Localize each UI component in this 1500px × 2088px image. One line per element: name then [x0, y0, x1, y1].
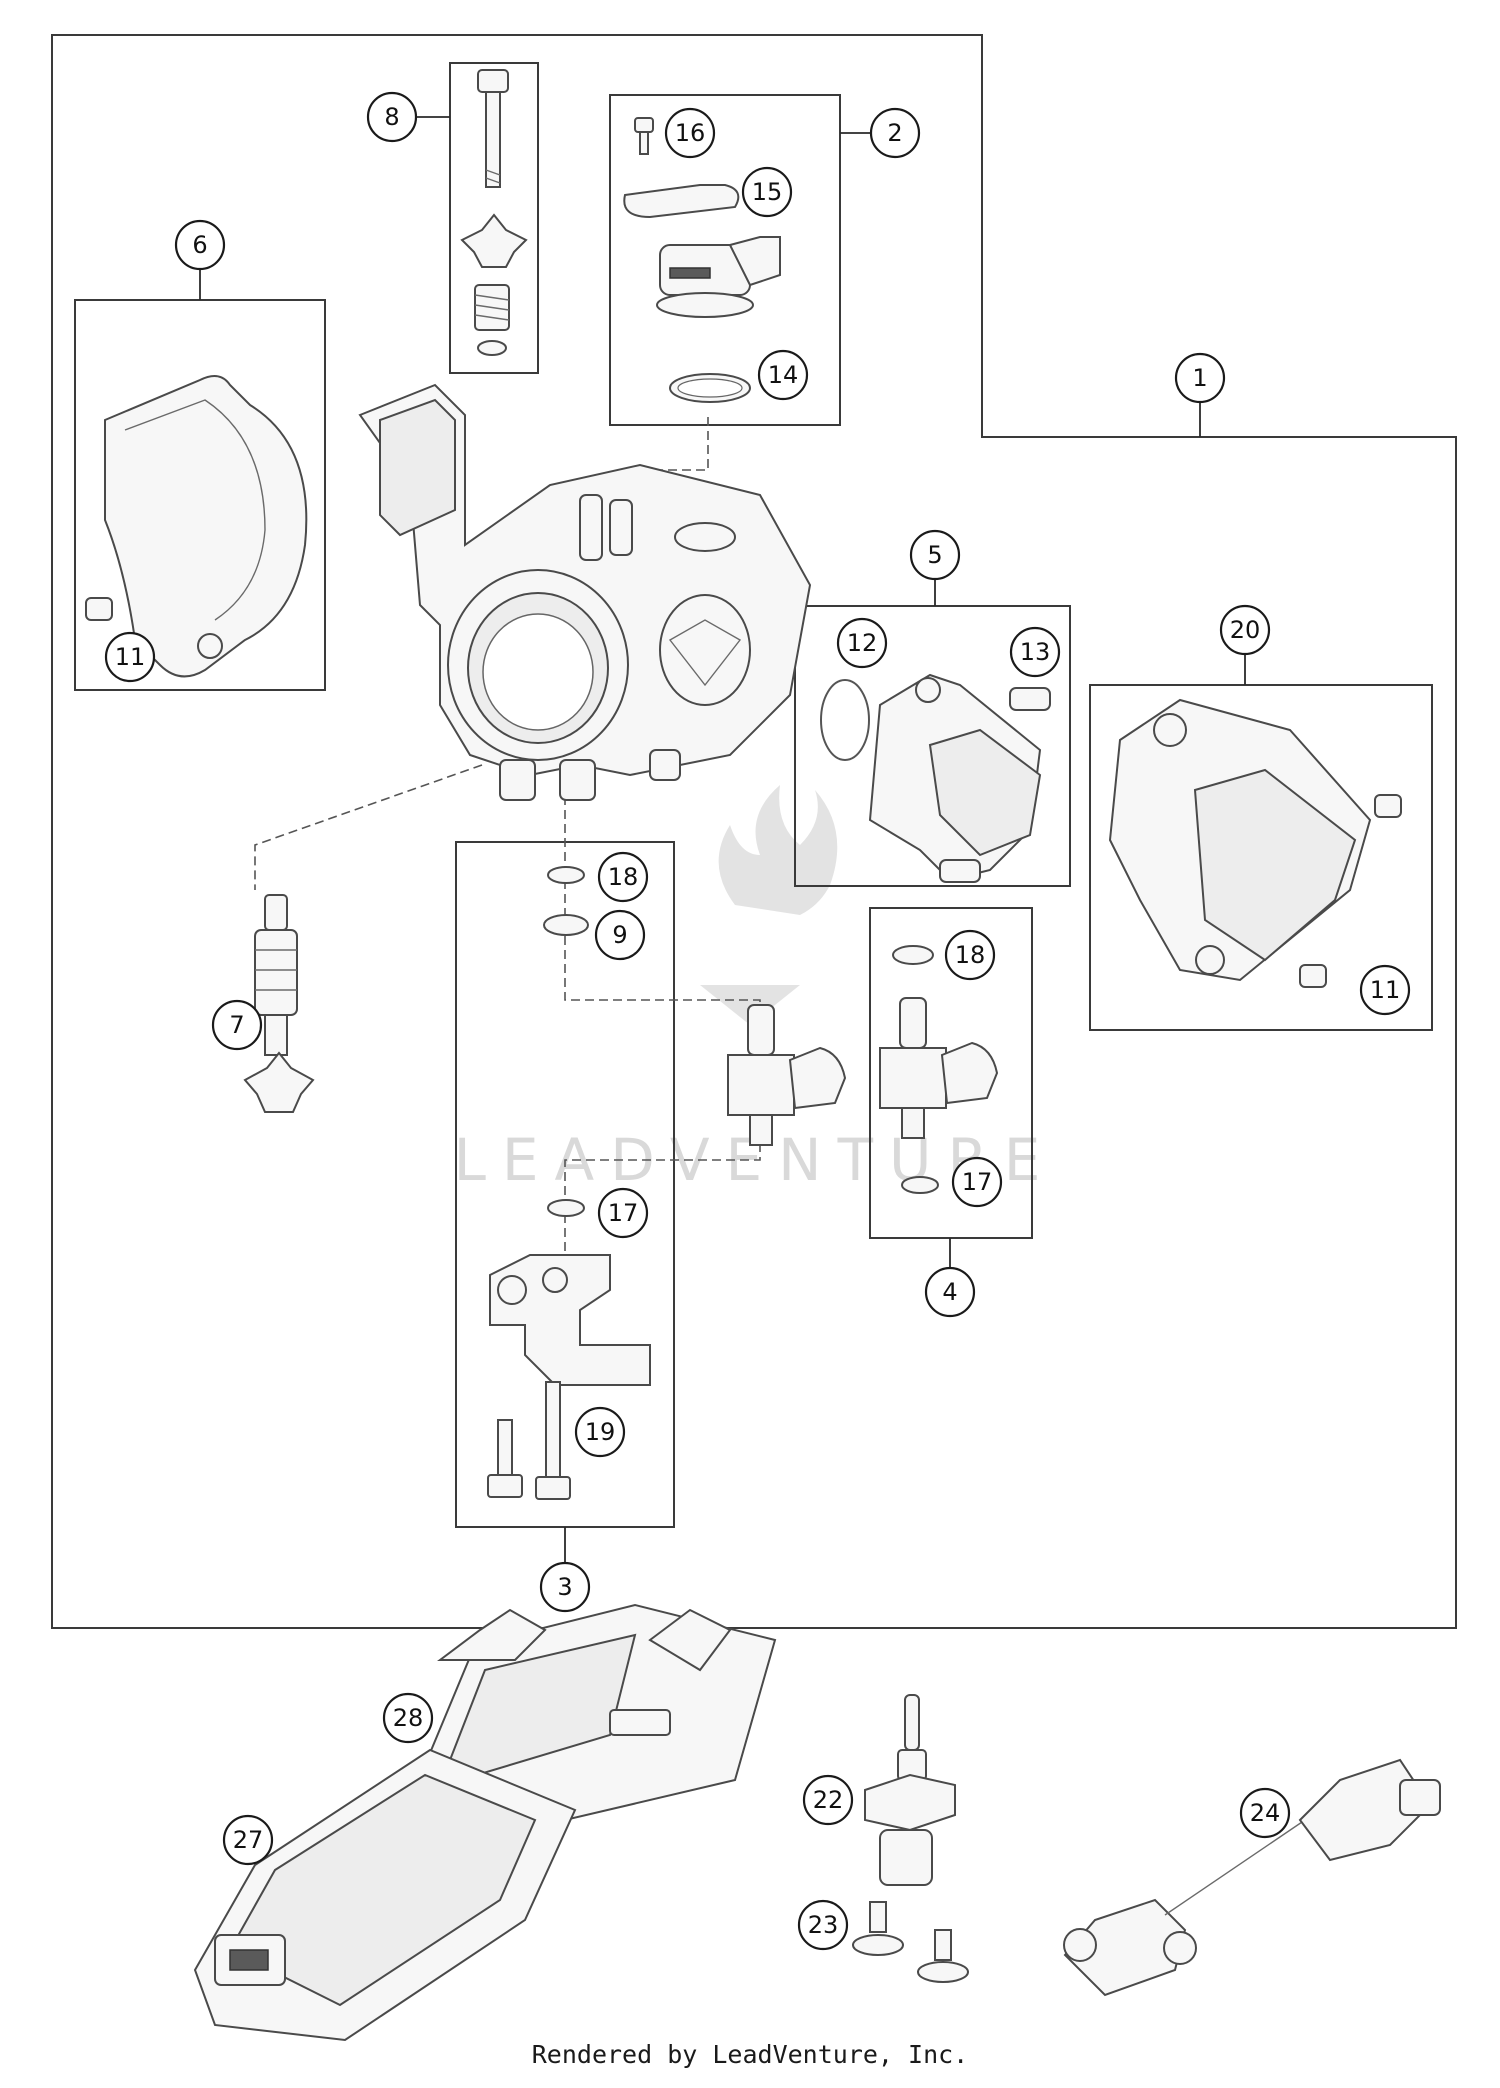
- svg-text:9: 9: [612, 921, 627, 949]
- footer-credit: Rendered by LeadVenture, Inc.: [531, 2040, 969, 2069]
- callout-17-left: 17: [597, 1187, 649, 1239]
- callout-8: 8: [366, 91, 418, 143]
- callout-27: 27: [222, 1814, 274, 1866]
- callout-18-left: 18: [597, 851, 649, 903]
- svg-text:16: 16: [675, 119, 706, 147]
- callout-11-left: 11: [104, 631, 156, 683]
- callout-14: 14: [757, 349, 809, 401]
- callout-12: 12: [836, 617, 888, 669]
- part-8-idle-screw: [460, 69, 528, 356]
- svg-text:17: 17: [608, 1199, 639, 1227]
- frame-part-8: [449, 62, 539, 374]
- frame-part-2: [609, 94, 841, 426]
- frame-part-20: [1089, 684, 1433, 1031]
- svg-text:19: 19: [585, 1418, 616, 1446]
- part-20-components: [1108, 698, 1402, 988]
- part-5-components: [820, 673, 1051, 883]
- callout-28: 28: [382, 1692, 434, 1744]
- svg-text:5: 5: [927, 541, 942, 569]
- svg-text:6: 6: [192, 231, 207, 259]
- svg-text:18: 18: [955, 941, 986, 969]
- svg-text:20: 20: [1230, 616, 1261, 644]
- svg-text:28: 28: [393, 1704, 424, 1732]
- part-23-screws: [852, 1901, 969, 1983]
- assembly-frame-1: [51, 34, 1457, 1629]
- callout-15: 15: [741, 166, 793, 218]
- svg-text:23: 23: [808, 1911, 839, 1939]
- svg-text:7: 7: [229, 1011, 244, 1039]
- callout-2: 2: [869, 107, 921, 159]
- svg-text:17: 17: [962, 1168, 993, 1196]
- svg-text:15: 15: [752, 178, 783, 206]
- callout-3: 3: [539, 1561, 591, 1613]
- callout-20: 20: [1219, 604, 1271, 656]
- part-28-housing: [423, 1603, 777, 1822]
- injector-assembled: [727, 1004, 847, 1146]
- svg-text:22: 22: [813, 1786, 844, 1814]
- callout-6: 6: [174, 219, 226, 271]
- svg-text:24: 24: [1250, 1799, 1281, 1827]
- svg-text:8: 8: [384, 103, 399, 131]
- callout-23: 23: [797, 1899, 849, 1951]
- part-4-components: [879, 945, 999, 1194]
- svg-text:2: 2: [887, 119, 902, 147]
- callout-22: 22: [802, 1774, 854, 1826]
- callout-9: 9: [594, 909, 646, 961]
- part-27-ecu: [193, 1748, 577, 2042]
- callout-17-right: 17: [951, 1156, 1003, 1208]
- svg-text:14: 14: [768, 361, 799, 389]
- callout-1: 1: [1174, 352, 1226, 404]
- svg-text:3: 3: [557, 1573, 572, 1601]
- leader-lines: [199, 116, 1246, 1563]
- svg-text:11: 11: [115, 643, 146, 671]
- part-3-components: [487, 866, 651, 1500]
- callout-11-right: 11: [1359, 964, 1411, 1016]
- callout-7: 7: [211, 999, 263, 1051]
- svg-text:27: 27: [233, 1826, 264, 1854]
- svg-text:12: 12: [847, 629, 878, 657]
- svg-text:4: 4: [942, 1278, 957, 1306]
- part-7-screw: [243, 894, 315, 1113]
- callout-19: 19: [574, 1406, 626, 1458]
- svg-text:1: 1: [1192, 364, 1207, 392]
- callout-16: 16: [664, 107, 716, 159]
- throttle-body: [358, 383, 812, 801]
- callout-24: 24: [1239, 1787, 1291, 1839]
- callout-5: 5: [909, 529, 961, 581]
- callout-13: 13: [1009, 626, 1061, 678]
- svg-text:18: 18: [608, 863, 639, 891]
- frame-part-4: [869, 907, 1033, 1239]
- callout-18-right: 18: [944, 929, 996, 981]
- part-2-throttle-sensor: [623, 117, 781, 403]
- svg-text:11: 11: [1370, 976, 1401, 1004]
- frame-part-5: [794, 605, 1071, 887]
- part-24-sensor-harness: [1063, 1758, 1441, 1997]
- part-22-sensor: [864, 1694, 956, 1886]
- svg-text:13: 13: [1020, 638, 1051, 666]
- callout-4: 4: [924, 1266, 976, 1318]
- part-6-cover: [85, 375, 308, 678]
